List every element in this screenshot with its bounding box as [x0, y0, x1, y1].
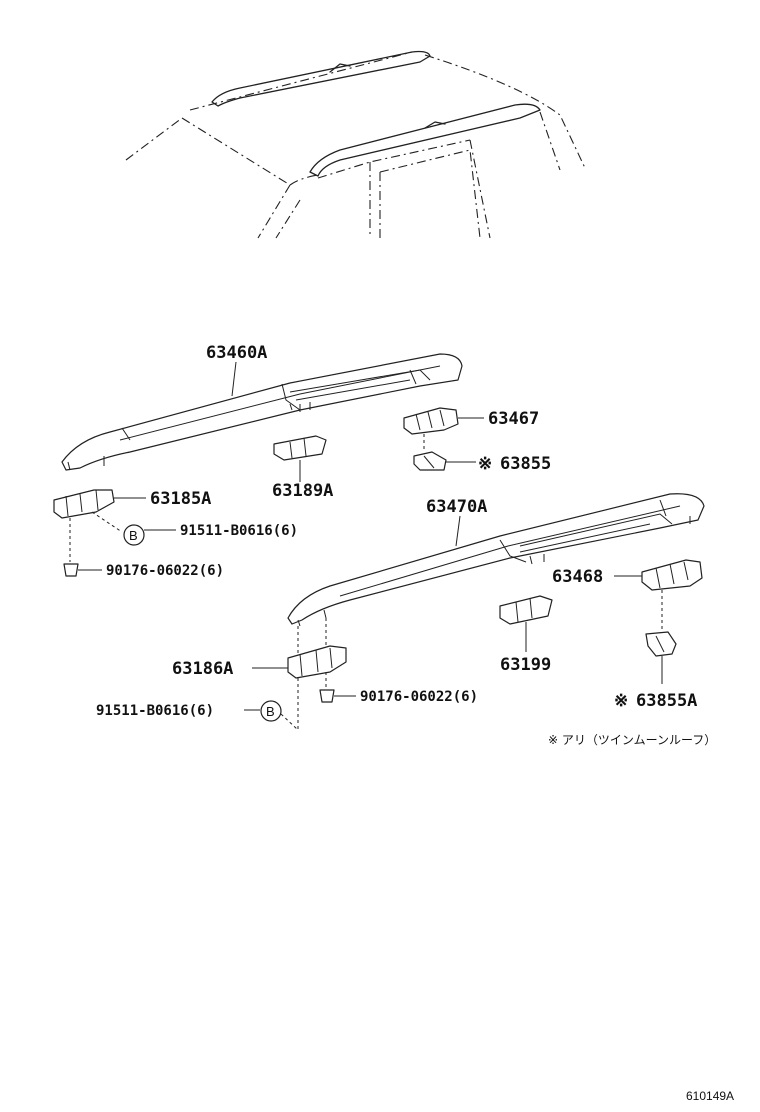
label-63199: 63199 [500, 655, 551, 675]
nut-90176-1 [63, 563, 79, 577]
bolt-b-letter-1: B [129, 528, 138, 543]
roof-rail-right [287, 493, 705, 627]
bolt-b-letter-2: B [266, 704, 275, 719]
bracket-63467 [403, 407, 459, 435]
footnote-twin-moonroof: ※ アリ（ツインムーンルーフ） [548, 733, 716, 747]
bracket-63855a [645, 631, 677, 657]
label-90176-06022-1: 90176-06022(6) [106, 563, 224, 579]
support-63185a [53, 489, 115, 519]
label-63467: 63467 [488, 409, 539, 429]
label-63855: 63855 [500, 454, 551, 474]
label-63855a: 63855A [636, 691, 697, 711]
label-63468: 63468 [552, 567, 603, 587]
label-63185a: 63185A [150, 489, 211, 509]
label-63186a: 63186A [172, 659, 233, 679]
support-63186a [287, 645, 347, 679]
label-91511-b0616-2: 91511-B0616(6) [96, 703, 214, 719]
diagram-code: 610149A [686, 1089, 734, 1103]
car-roof-overview [125, 50, 586, 239]
label-63189a: 63189A [272, 481, 333, 501]
bracket-63855 [413, 451, 447, 471]
label-63855-mark: ※ [478, 454, 492, 474]
label-90176-06022-2: 90176-06022(6) [360, 689, 478, 705]
label-91511-b0616-1: 91511-B0616(6) [180, 523, 298, 539]
nut-90176-2 [319, 689, 335, 703]
bolt-b-marker-2 [260, 700, 282, 722]
label-63460a: 63460A [206, 343, 267, 363]
label-63855a-mark: ※ [614, 691, 628, 711]
roof-rail-left [61, 353, 463, 471]
bolt-b-marker-1 [123, 524, 145, 546]
bracket-63468 [641, 559, 703, 591]
cover-63199 [499, 595, 553, 625]
label-63470a: 63470A [426, 497, 487, 517]
cover-63189a [273, 435, 327, 461]
